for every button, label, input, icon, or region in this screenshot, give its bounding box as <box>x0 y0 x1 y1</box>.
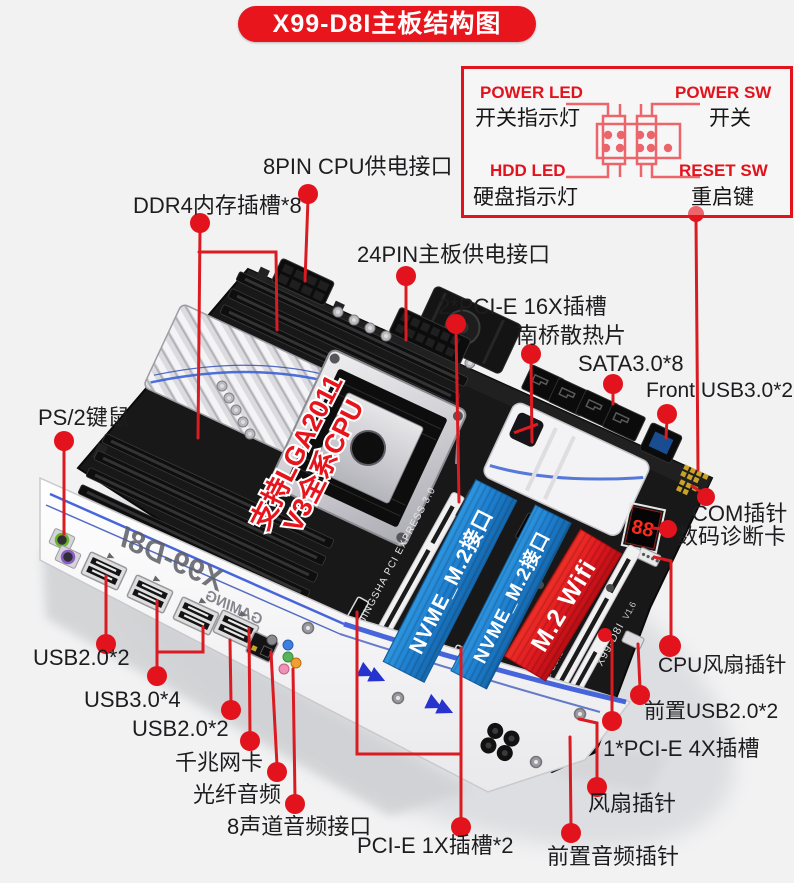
callout-front-usb3: Front USB3.0*2 <box>646 379 794 402</box>
callout-lan: 千兆网卡 <box>175 750 264 775</box>
hdd-led-label: HDD LED <box>490 161 566 180</box>
callout-cpu-fan: CPU风扇插针 <box>658 654 787 677</box>
callout-pcie-1x: PCI-E 1X插槽*2 <box>357 833 514 858</box>
cpu-socket <box>269 349 467 547</box>
front-panel-pin-diagram <box>566 102 700 179</box>
callout-debug-card: 数码诊断卡 <box>676 524 787 549</box>
callout-dots <box>54 184 715 843</box>
callout-ps2: PS/2键鼠 <box>38 405 130 430</box>
callout-pcie-4x: 1*PCI-E 4X插槽 <box>603 736 760 761</box>
power-led-zh-label: 开关指示灯 <box>475 107 580 130</box>
atx-24pin-connector <box>389 307 471 365</box>
callout-sata: SATA3.0*8 <box>578 351 684 376</box>
callout-atx-24pin: 24PIN主板供电接口 <box>357 242 551 267</box>
callout-usb2-rear-b: USB2.0*2 <box>132 716 229 741</box>
io-cover: X99-D8I GAMING <box>39 476 632 793</box>
callout-fan-header: 风扇插针 <box>588 791 677 816</box>
callout-usb2-rear-a: USB2.0*2 <box>33 645 130 670</box>
chevron-decal <box>424 693 454 714</box>
callout-cpu-power-8pin: 8PIN CPU供电接口 <box>263 154 453 179</box>
audio-jacks <box>259 634 302 675</box>
cover-logo <box>480 722 520 762</box>
debug-led-display: 88 <box>620 501 667 554</box>
ps2-keyboard-port <box>54 545 82 569</box>
callout-optical: 光纤音频 <box>193 782 282 807</box>
callout-usb3-rear: USB3.0*4 <box>84 687 181 712</box>
callout-pcie-16x: 2*PCI-E 16X插槽 <box>438 294 607 319</box>
callout-audio-8ch: 8声道音频接口 <box>227 814 372 839</box>
dimm-bank-lower <box>77 433 335 600</box>
power-led-label: POWER LED <box>480 83 583 102</box>
callout-front-usb2: 前置USB2.0*2 <box>644 700 779 723</box>
cpu-fan-header <box>636 547 662 567</box>
chevron-decal <box>356 661 386 682</box>
chipset-heatsink <box>483 402 650 536</box>
callout-southbridge: 南桥散热片 <box>516 323 627 348</box>
callout-ddr4: DDR4内存插槽*8 <box>133 193 302 218</box>
reset-sw-zh-label: 重启键 <box>691 186 754 209</box>
callout-com-header: COM插针 <box>692 501 788 526</box>
page-title: X99-D8I主板结构图 <box>238 6 536 42</box>
reset-sw-label: RESET SW <box>679 161 768 180</box>
power-sw-label: POWER SW <box>675 83 772 102</box>
power-sw-zh-label: 开关 <box>709 107 751 130</box>
front-panel-pins <box>680 464 709 484</box>
cpu-power-8pin-connector <box>271 258 335 306</box>
hdd-led-zh-label: 硬盘指示灯 <box>473 186 578 209</box>
front-panel-legend-box: POWER LED 开关指示灯 POWER SW 开关 HDD LED 硬盘指示… <box>461 66 793 218</box>
callout-front-audio: 前置音频插针 <box>547 844 680 869</box>
